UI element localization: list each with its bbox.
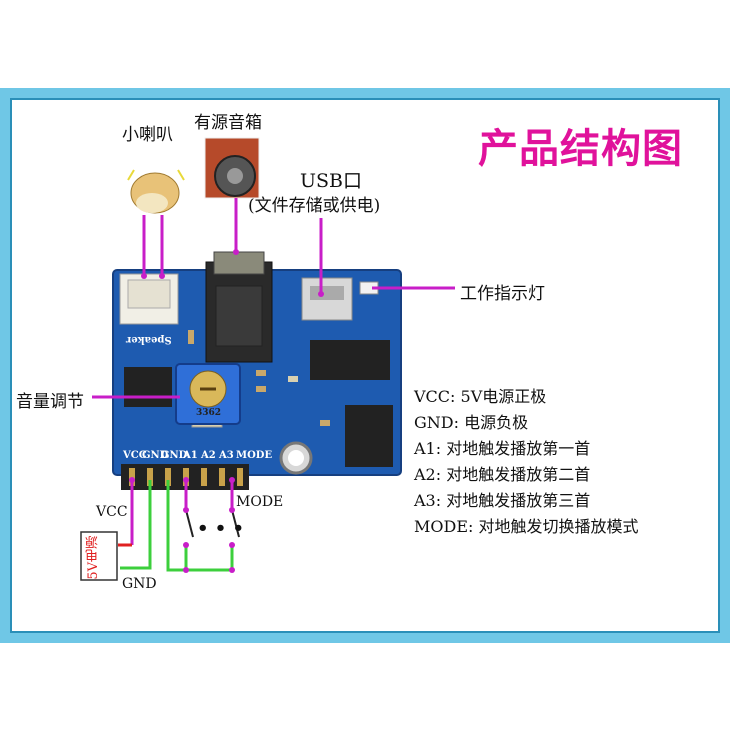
ic-chip-3 — [124, 367, 172, 407]
pin-label-gnd-2: GND — [161, 450, 188, 461]
usb-label: USB口 — [300, 170, 362, 192]
speaker-silkscreen: Speaker — [126, 334, 172, 345]
vcc-label: VCC — [96, 504, 128, 520]
pin-label-a3: A3 — [219, 450, 234, 461]
active-speaker-label: 有源音箱 — [194, 113, 262, 133]
magenta-wires — [92, 198, 455, 545]
switch-dots: • • • — [197, 518, 245, 539]
volume-label: 音量调节 — [16, 392, 84, 412]
legend-mode: MODE: 对地触发切换播放模式 — [414, 517, 639, 536]
ic-chip-2 — [345, 405, 393, 467]
pin-label-vcc: VCC — [123, 450, 147, 461]
pin-label-gnd-1: GND — [142, 450, 169, 461]
power-supply-label: 5V电源 — [86, 536, 101, 580]
green-wires — [120, 480, 234, 572]
ic-chip-1 — [310, 340, 390, 380]
legend-a3: A3: 对地触发播放第三首 — [414, 491, 591, 510]
legend-vcc: VCC: 5V电源正极 — [414, 387, 547, 406]
mode-label: MODE — [236, 494, 284, 510]
legend-a2: A2: 对地触发播放第二首 — [414, 465, 591, 484]
power-supply-box — [80, 531, 118, 581]
button-switches — [185, 509, 240, 538]
legend-gnd: GND: 电源负极 — [414, 413, 529, 432]
legend-a1: A1: 对地触发播放第一首 — [414, 439, 591, 458]
usb-sublabel: (文件存储或供电) — [248, 196, 381, 216]
indicator-label: 工作指示灯 — [460, 284, 545, 304]
active-speaker-icon — [204, 137, 260, 199]
small-speaker-icon — [127, 169, 185, 214]
pin-label-mode: MODE — [236, 450, 273, 461]
gnd-label: GND — [122, 576, 157, 592]
diagram-title: 产品结构图 — [478, 126, 683, 172]
wire-nodes — [129, 249, 324, 573]
pin-label-a2: A2 — [201, 450, 216, 461]
pot-silkscreen: 3362 — [196, 408, 222, 418]
small-speaker-label: 小喇叭 — [122, 125, 173, 145]
pin-label-a1: A1 — [183, 450, 198, 461]
